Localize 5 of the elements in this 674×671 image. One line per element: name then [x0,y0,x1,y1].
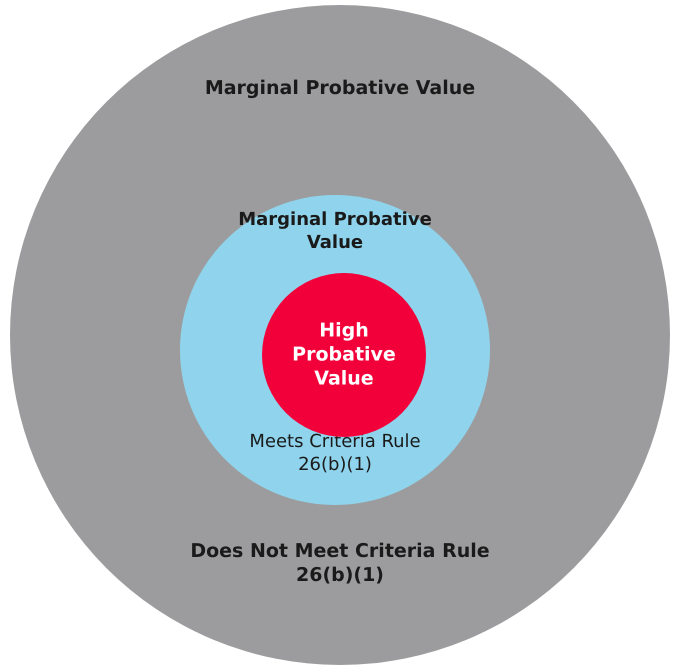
circle-caption: Meets Criteria Rule 26(b)(1) [248,431,422,476]
circle-caption: Does Not Meet Criteria Rule 26(b)(1) [189,540,491,588]
circle-heading: Marginal Probative Value [237,209,433,254]
circle-label: High Probative Value [291,319,397,391]
circle-heading: Marginal Probative Value [204,77,476,101]
